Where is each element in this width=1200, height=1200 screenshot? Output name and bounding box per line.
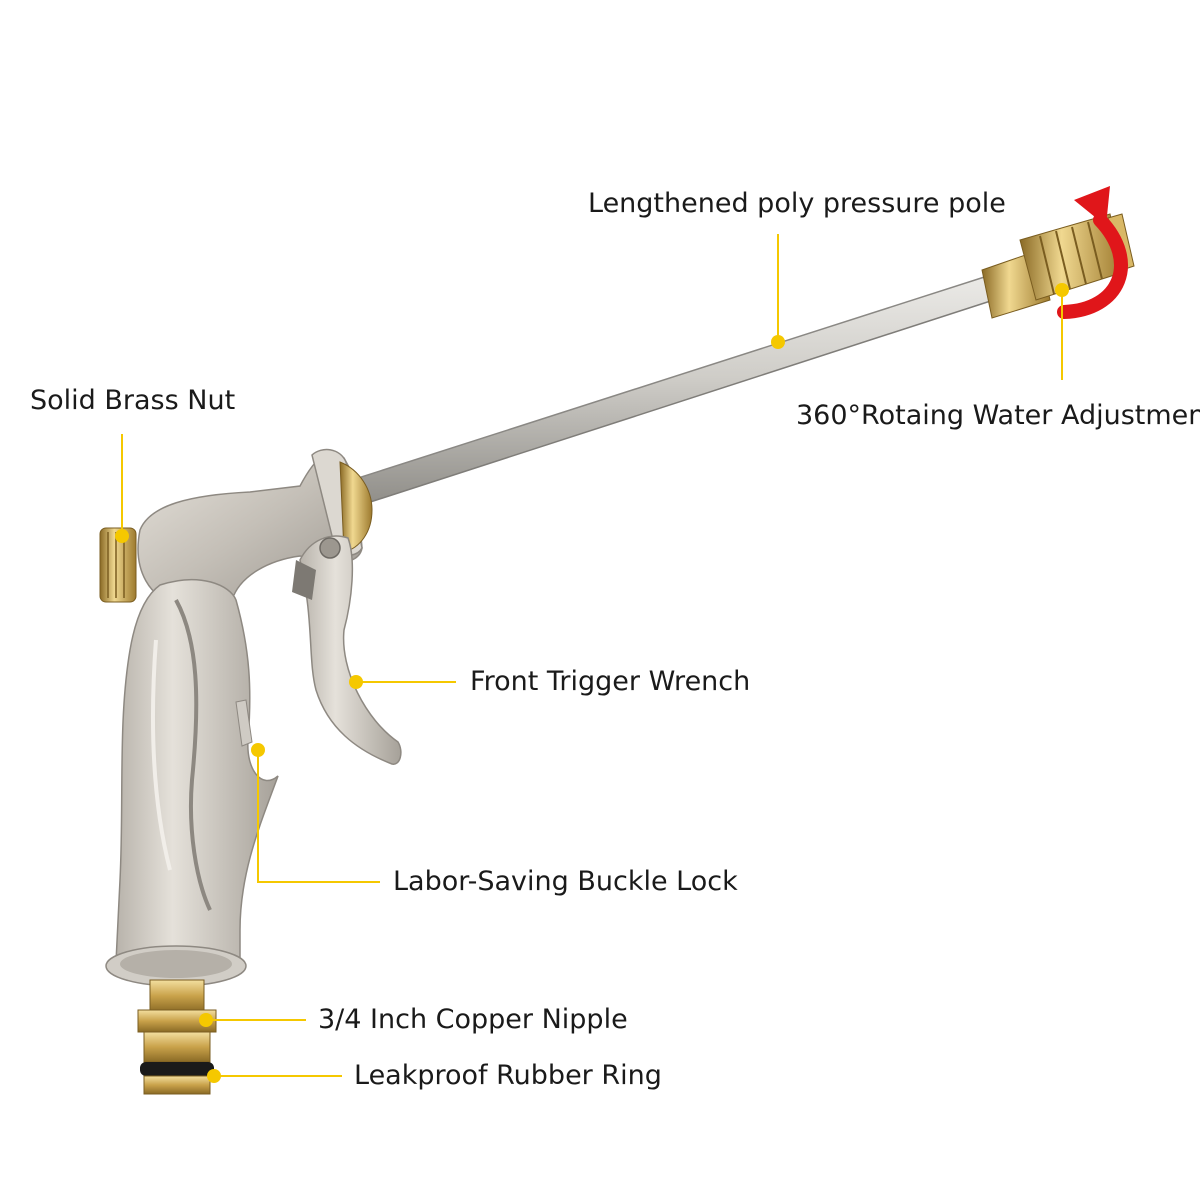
rotation-label: 360°Rotaing Water Adjustmen [796, 400, 1200, 431]
trigger [292, 535, 402, 765]
brass-nut [99, 527, 137, 603]
pressure-pole [351, 271, 1007, 507]
nut-label: Solid Brass Nut [30, 385, 236, 416]
lock-leader-line [257, 750, 380, 883]
pole-label: Lengthened poly pressure pole [588, 188, 1006, 219]
gun-body [105, 448, 373, 987]
rotation-dot [1055, 283, 1069, 297]
copper-nipple [137, 979, 217, 1095]
nut-dot [115, 529, 129, 543]
nipple-dot [199, 1013, 213, 1027]
trigger-label: Front Trigger Wrench [470, 666, 751, 697]
curved-rotation-arrow-icon [1057, 186, 1128, 319]
lock-dot [251, 743, 265, 757]
leader-dots [115, 283, 1069, 1083]
leader-lines [121, 234, 1063, 1077]
ring-dot [207, 1069, 221, 1083]
lock-label: Labor-Saving Buckle Lock [393, 866, 738, 897]
nipple-label: 3/4 Inch Copper Nipple [318, 1004, 628, 1035]
ring-label: Leakproof Rubber Ring [354, 1060, 662, 1091]
pole-dot [771, 335, 785, 349]
buckle-lock [235, 699, 253, 747]
trigger-dot [349, 675, 363, 689]
